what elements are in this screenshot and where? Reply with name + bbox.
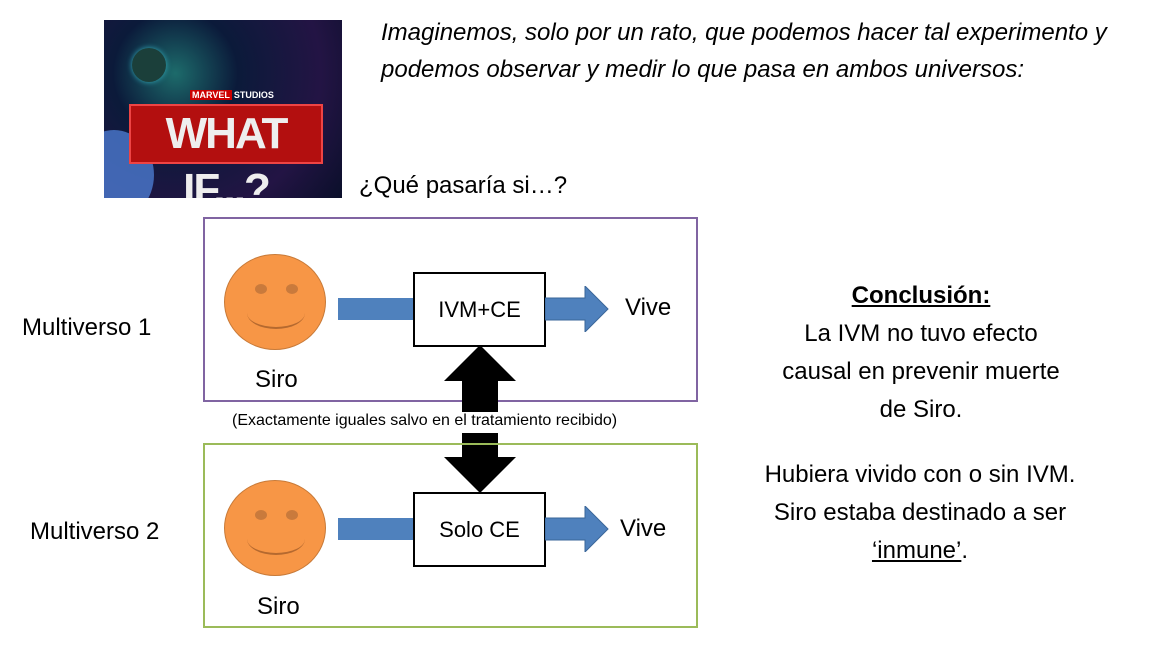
conclusion-text: La IVM no tuvo efecto causal en prevenir… (782, 320, 1060, 423)
arrow-right-icon (545, 506, 609, 552)
arrow-right-icon (338, 298, 416, 320)
conclusion-block: Conclusión: La IVM no tuvo efecto causal… (740, 277, 1102, 429)
outcome-label: Vive (620, 515, 667, 542)
question-caption: ¿Qué pasaría si…? (359, 172, 568, 199)
outcome-label: Vive (625, 294, 672, 321)
person-label: Siro (257, 593, 300, 620)
immune-term: ‘inmune’ (871, 537, 962, 564)
smiley-face-icon (224, 254, 326, 350)
arrow-right-icon (338, 518, 416, 540)
multiverse-1-label: Multiverso 1 (22, 314, 152, 341)
caption-text: (Exactamente iguales salvo en el tratami… (232, 412, 618, 430)
intro-text: Imaginemos, solo por un rato, que podemo… (381, 19, 1107, 83)
multiverse-2-box (203, 443, 698, 628)
arrow-right-icon (545, 286, 609, 332)
treatment-box: Solo CE (413, 492, 546, 567)
conclusion-text-2: Hubiera vivido con o sin IVM. Siro estab… (764, 461, 1076, 564)
double-arrow-icon (444, 345, 516, 493)
person-label: Siro (255, 366, 298, 393)
poster-title: WHAT IF...? (129, 104, 323, 198)
treatment-box: IVM+CE (413, 272, 546, 347)
smiley-face-icon (224, 480, 326, 576)
multiverse-2-label: Multiverso 2 (30, 518, 160, 545)
conclusion-heading: Conclusión: (851, 282, 991, 309)
multiverse-1-box (203, 217, 698, 402)
